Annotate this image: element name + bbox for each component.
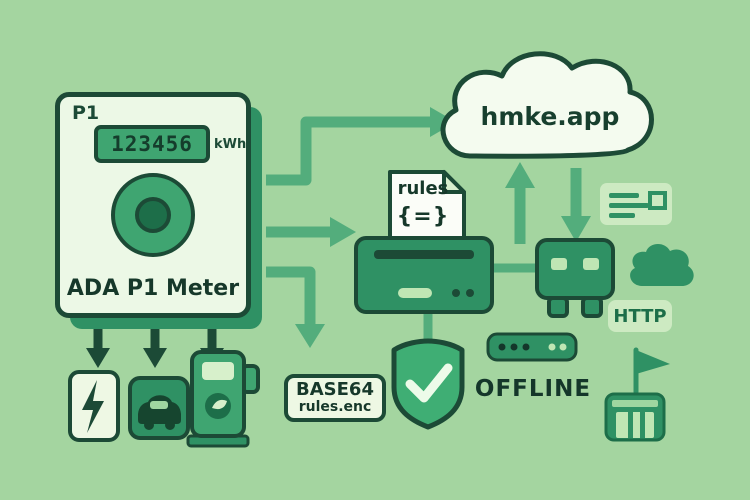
arrow-meter-to-badge (266, 266, 316, 326)
charger-leaf (212, 399, 227, 410)
ticket-line-3 (609, 213, 635, 218)
car-icon (128, 376, 190, 440)
power-adapter-icon (535, 238, 615, 318)
shield-shape (391, 338, 465, 430)
badge-filename-label: rules.enc (298, 399, 372, 416)
house-door-stripe-2 (640, 412, 645, 438)
meter-name-label: ADA P1 Meter (66, 276, 240, 301)
flow-arrows (266, 107, 591, 348)
ev-charger-icon (186, 350, 260, 448)
arrow-down-2-head (143, 348, 167, 368)
server-dot-4 (548, 343, 556, 351)
printer-body (354, 236, 494, 314)
printer-icon (354, 236, 494, 314)
adapter-body (535, 238, 615, 300)
house-roof-slot (612, 400, 658, 407)
adapter-leg-left (547, 296, 569, 318)
badge-encoding-label: BASE64 (296, 379, 374, 401)
document-fold (442, 170, 466, 194)
ticket-line-1 (609, 193, 639, 198)
arrow-meter-to-gateway-head (330, 217, 356, 247)
adapter-leg-right (581, 296, 603, 318)
arrow-cloud-to-adapter-head (561, 216, 591, 242)
flag-banner (636, 350, 670, 374)
server-dot-3 (522, 343, 530, 351)
printer-dot-1 (452, 289, 460, 297)
house-door (616, 412, 654, 438)
arrow-meter-to-cloud (266, 116, 432, 186)
meter-display: 123456 (94, 125, 210, 163)
ticket-line-2 (609, 203, 649, 208)
meter-display-value: 123456 (111, 132, 193, 156)
car-wheel-left (144, 420, 154, 430)
server-bar-icon (486, 332, 578, 362)
adapter-slot-left (551, 258, 567, 270)
encoded-rules-badge: BASE64 rules.enc (284, 374, 386, 422)
ticket-list-icon (600, 183, 672, 225)
meter-port-label: P1 (72, 102, 100, 124)
server-dot-5 (559, 343, 567, 351)
arrow-meter-to-badge-head (295, 324, 325, 348)
server-dot-1 (498, 343, 506, 351)
flag-icon (633, 347, 670, 395)
arrow-gateway-to-cloud-head (505, 162, 535, 188)
printer-handle (398, 288, 432, 298)
car-wheel-right (165, 420, 175, 430)
printer-dot-2 (466, 289, 474, 297)
server-dot-2 (510, 343, 518, 351)
car-body (138, 395, 181, 424)
car-window (150, 401, 168, 409)
rules-file-title: rules (397, 178, 449, 199)
cloud-icon (440, 51, 654, 159)
arrow-down-1-head (86, 348, 110, 368)
printer-slot (374, 250, 474, 259)
adapter-slot-right (583, 258, 599, 270)
ticket-square (648, 191, 667, 210)
meter-dial-center (135, 197, 171, 233)
meter-dial-icon (111, 173, 195, 257)
rules-file-symbol: {=} (396, 204, 450, 229)
check-mark (405, 363, 453, 403)
shield-check-icon (391, 338, 465, 430)
house-icon (604, 392, 666, 442)
server-body (486, 332, 578, 362)
cloud-service-label: hmke.app (480, 102, 620, 131)
lightning-battery-icon (68, 370, 120, 442)
offline-status-label: OFFLINE (474, 376, 592, 402)
charger-screen (202, 362, 234, 380)
house-door-stripe-1 (628, 412, 633, 438)
p1-meter: P1 123456 kWh ADA P1 Meter (55, 92, 251, 318)
lightning-bolt (82, 380, 104, 433)
http-protocol-label: HTTP (608, 300, 672, 332)
meter-unit-label: kWh (214, 137, 247, 152)
cloud-small-icon (630, 243, 694, 286)
